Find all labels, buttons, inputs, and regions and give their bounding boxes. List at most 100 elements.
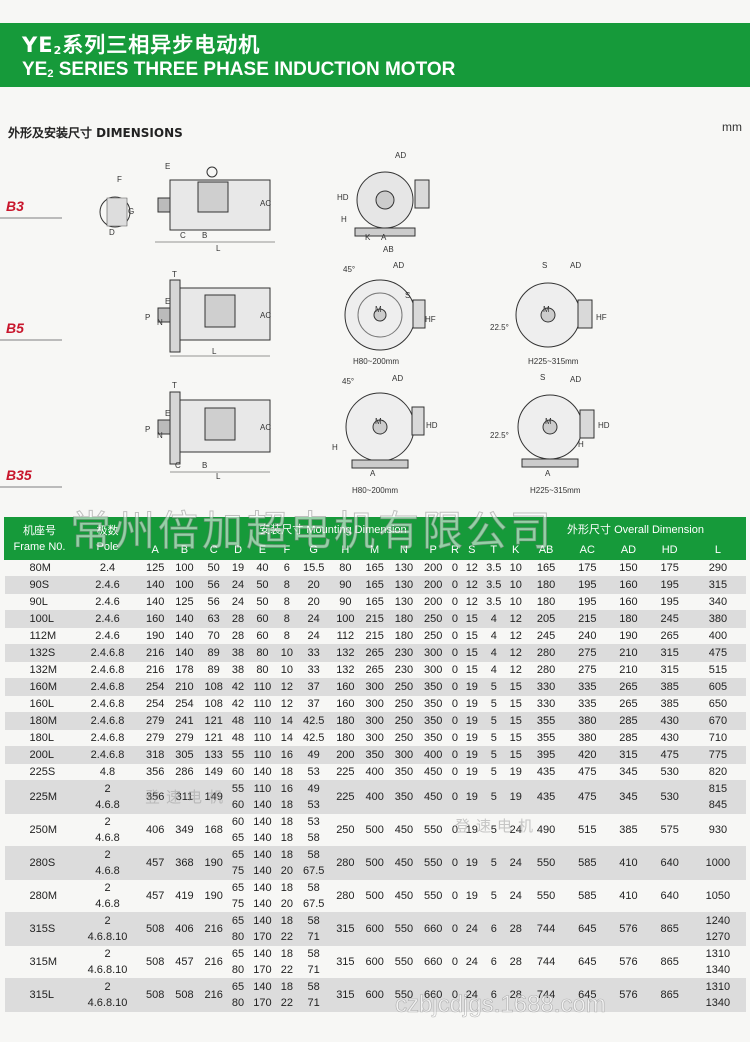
table-cell: 585: [566, 846, 608, 880]
svg-text:HF: HF: [596, 313, 607, 322]
table-cell: 160: [330, 678, 360, 696]
table-cell: 279: [169, 729, 200, 747]
table-cell: 175: [566, 559, 608, 577]
table-cell: 50: [199, 559, 229, 577]
table-cell: 200: [418, 559, 448, 577]
table-cell: 150: [607, 559, 650, 577]
svg-text:45°: 45°: [342, 377, 354, 386]
table-cell: 20: [296, 576, 331, 594]
table-cell: 265: [607, 678, 650, 696]
table-cell: 121: [199, 712, 229, 730]
table-cell: 210: [169, 678, 200, 696]
table-cell: 820: [690, 763, 746, 781]
table-cell: 300: [360, 695, 390, 713]
table-cell: 380: [566, 712, 608, 730]
table-cell: 576: [607, 912, 650, 946]
table-cell: 315: [649, 644, 691, 662]
svg-text:E: E: [165, 297, 170, 306]
svg-text:P: P: [145, 425, 150, 434]
table-cell: 530: [649, 763, 691, 781]
table-cell: 15.5: [296, 559, 331, 577]
svg-text:AD: AD: [393, 261, 404, 270]
mount-label-b3: B3: [0, 196, 70, 222]
svg-text:T: T: [172, 381, 177, 390]
svg-text:45°: 45°: [343, 265, 355, 274]
table-cell: 576: [607, 978, 650, 1012]
svg-text:H: H: [578, 440, 584, 449]
table-cell: 350: [418, 695, 448, 713]
table-cell: 385: [649, 678, 691, 696]
table-cell: 19: [462, 780, 482, 814]
table-cell: 400: [418, 746, 448, 764]
svg-text:HD: HD: [426, 421, 438, 430]
svg-text:E: E: [165, 409, 170, 418]
table-cell: 225: [330, 780, 360, 814]
table-cell: 19: [462, 846, 482, 880]
table-cell: 0: [447, 813, 463, 847]
table-cell: 930: [690, 813, 746, 847]
table-cell: 80M: [4, 559, 75, 577]
table-cell: 640: [649, 879, 691, 913]
table-cell: 4: [481, 661, 506, 679]
table-cell: 5: [481, 879, 506, 913]
table-cell: 10: [277, 661, 297, 679]
table-cell: 5: [481, 780, 506, 814]
table-cell: 0: [447, 593, 463, 611]
table-cell: 216: [199, 978, 229, 1012]
table-cell: 133: [199, 746, 229, 764]
column-header-b: B: [169, 539, 200, 560]
table-cell: 38: [228, 644, 248, 662]
table-cell: 355: [525, 729, 567, 747]
table-cell: 530: [649, 780, 691, 814]
svg-text:N: N: [157, 318, 163, 327]
table-cell: 20: [296, 593, 331, 611]
table-cell: 395: [525, 746, 567, 764]
table-cell: 132S: [4, 644, 75, 662]
table-cell: 160L: [4, 695, 75, 713]
table-cell: 140: [140, 593, 170, 611]
table-cell: 275: [566, 661, 608, 679]
svg-text:K: K: [365, 233, 371, 242]
shaft-section-drawing: FGD: [99, 175, 134, 237]
svg-text:AC: AC: [260, 423, 271, 432]
table-cell: 225S: [4, 763, 75, 781]
svg-text:B: B: [202, 461, 207, 470]
section-title: 外形及安装尺寸 DIMENSIONS: [8, 126, 183, 140]
table-cell: 2.4.6.8: [74, 661, 141, 679]
table-cell: 19: [505, 780, 526, 814]
table-cell: 280: [525, 661, 567, 679]
table-cell: 210: [607, 644, 650, 662]
table-cell: 349: [169, 813, 200, 847]
table-cell: 10: [505, 559, 526, 577]
table-cell: 550: [418, 813, 448, 847]
table-cell: 125: [169, 593, 200, 611]
table-cell: 315: [607, 746, 650, 764]
svg-text:M: M: [375, 305, 382, 314]
table-cell: 2.4.6.8: [74, 746, 141, 764]
table-cell: 340: [690, 593, 746, 611]
table-cell: 508: [140, 912, 170, 946]
table-cell: 4.8: [74, 763, 141, 781]
svg-text:N: N: [157, 431, 163, 440]
svg-text:HD: HD: [598, 421, 610, 430]
